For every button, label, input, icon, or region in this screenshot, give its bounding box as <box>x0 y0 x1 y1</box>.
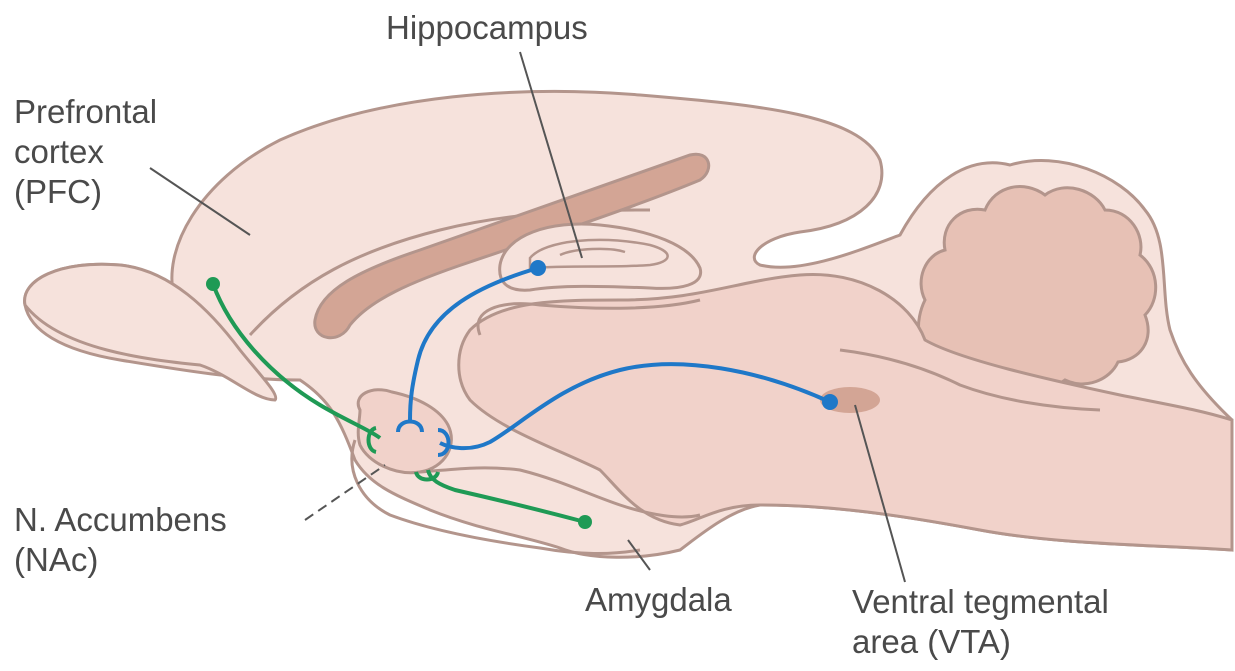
vta-neuron <box>822 394 838 410</box>
pfc-label: Prefrontal cortex (PFC) <box>14 92 157 212</box>
amygdala-neuron <box>578 515 592 529</box>
pfc-label-line-1: Prefrontal <box>14 92 157 132</box>
nac-label-line-2: (NAc) <box>14 540 227 580</box>
pfc-neuron <box>206 277 220 291</box>
nac-label: N. Accumbens (NAc) <box>14 500 227 580</box>
amygdala-label-text: Amygdala <box>585 580 732 620</box>
vta-label: Ventral tegmental area (VTA) <box>852 582 1109 662</box>
hippocampus-neuron <box>530 260 546 276</box>
vta-label-line-1: Ventral tegmental <box>852 582 1109 622</box>
nac-leader <box>305 465 385 520</box>
vta-label-line-2: area (VTA) <box>852 622 1109 662</box>
nac-label-line-1: N. Accumbens <box>14 500 227 540</box>
amygdala-label: Amygdala <box>585 580 732 620</box>
hippocampus-label-text: Hippocampus <box>386 8 588 48</box>
pfc-label-line-2: cortex <box>14 132 157 172</box>
pfc-label-line-3: (PFC) <box>14 172 157 212</box>
hippocampus-label: Hippocampus <box>386 8 588 48</box>
